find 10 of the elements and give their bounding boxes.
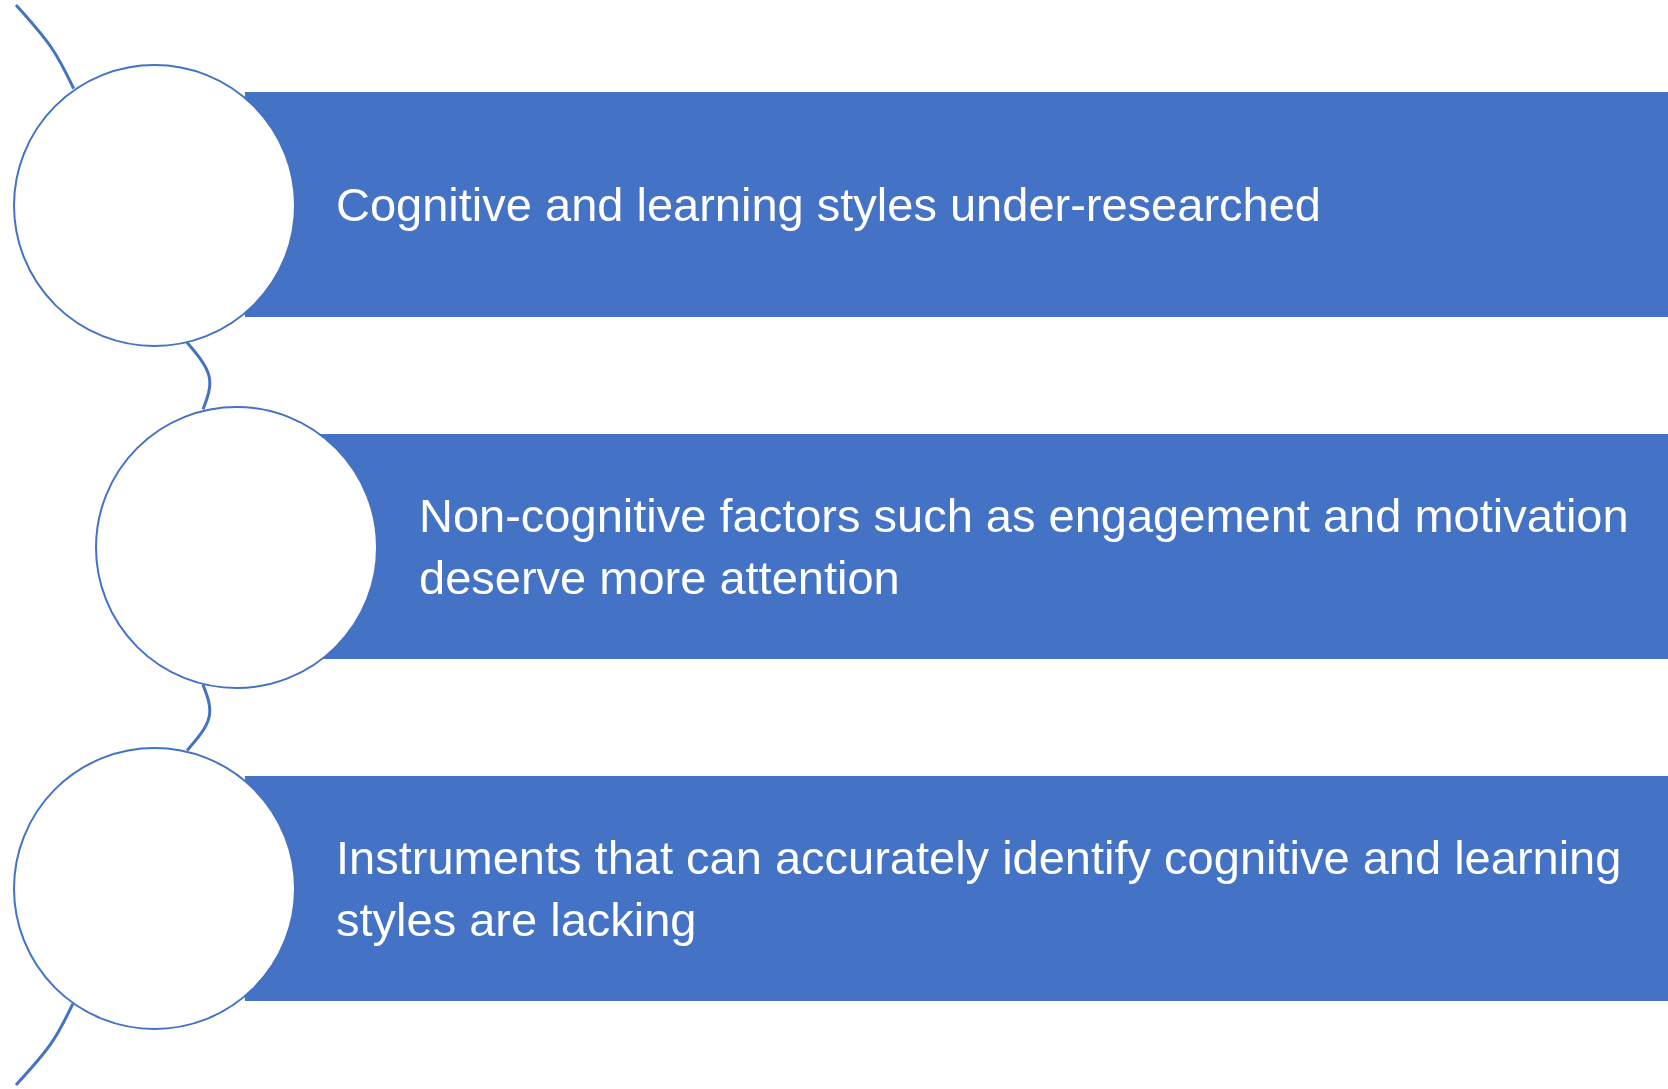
banner-text: Instruments that can accurately identify cognitive and learning styles are lacking	[336, 830, 1623, 948]
connector-line	[185, 341, 212, 410]
connector-line	[185, 684, 212, 752]
banner-text: Cognitive and learning styles under-researched	[336, 176, 1321, 233]
text-banner	[320, 434, 1668, 659]
banner-text: Non-cognitive factors such as engagement and motivation deserve more attention	[419, 488, 1630, 606]
connector-line	[14, 4, 75, 90]
connector-line	[14, 1003, 75, 1086]
text-banner	[245, 92, 1668, 317]
text-banner	[245, 776, 1668, 1001]
